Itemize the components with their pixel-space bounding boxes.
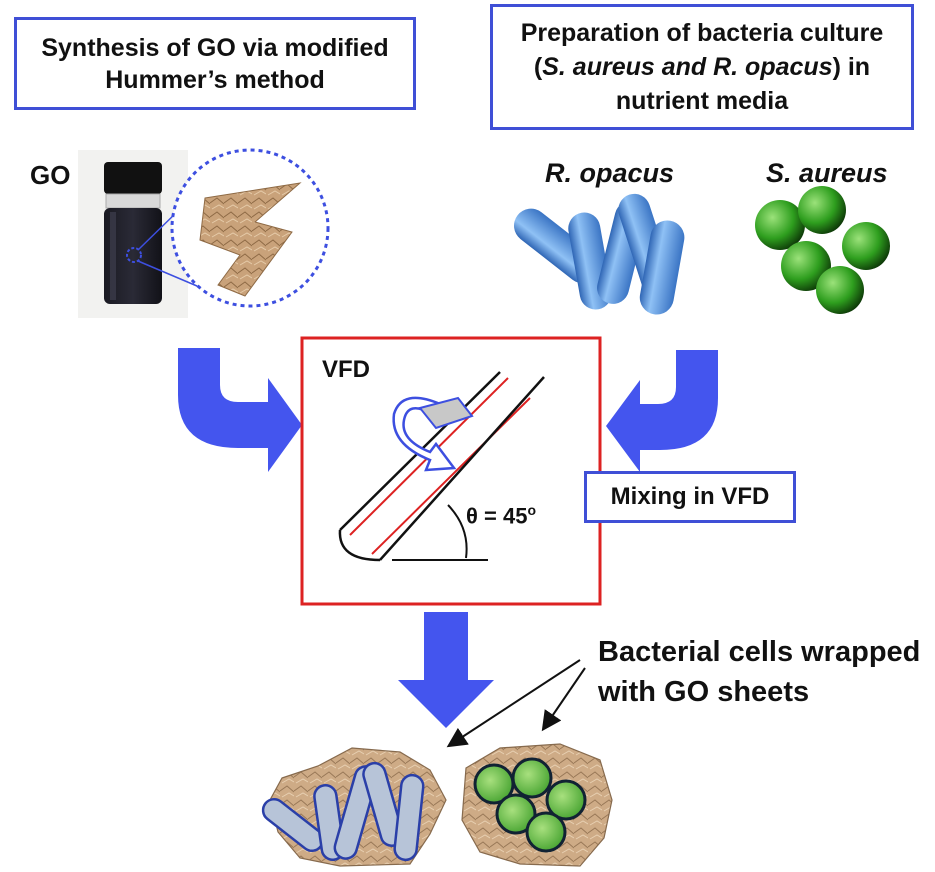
synthesis-line-1: Synthesis of GO via modified: [41, 33, 389, 62]
theta-degree: o: [527, 502, 536, 518]
synthesis-line-2: Hummer’s method: [105, 65, 325, 94]
preparation-line-3: nutrient media: [615, 87, 789, 115]
wrapped-label: Bacterial cells wrapped with GO sheets: [598, 632, 920, 712]
s-aureus-label: S. aureus: [766, 158, 888, 188]
go-vial-photo: [78, 150, 188, 318]
s-aureus-cocci: [755, 186, 890, 314]
wrapped-line-2: with GO sheets: [598, 676, 810, 708]
preparation-line-2-close: ) in: [832, 53, 871, 81]
theta-value: θ = 45: [466, 503, 528, 529]
preparation-line-1: Preparation of bacteria culture: [520, 19, 884, 47]
rotation-arrow-icon: [392, 396, 474, 472]
pointer-arrow-right: [541, 667, 586, 732]
left-input-arrow: [178, 348, 302, 472]
right-input-arrow: [606, 350, 718, 472]
mixing-box: Mixing in VFD: [584, 471, 796, 523]
preparation-line-2-open: (: [533, 53, 543, 81]
down-output-arrow: [398, 612, 494, 728]
pointer-arrow-left: [446, 659, 581, 748]
theta-label: θ = 45o: [466, 502, 536, 529]
wrapped-line-1: Bacterial cells wrapped: [598, 636, 921, 668]
preparation-box: Preparation of bacteria culture (S. aure…: [490, 4, 914, 130]
vfd-label: VFD: [322, 356, 370, 383]
mixing-label: Mixing in VFD: [610, 483, 770, 510]
r-opacus-rods: [513, 193, 685, 315]
preparation-line-2: (S. aureus and R. opacus) in: [521, 50, 884, 84]
wrapped-r-opacus: [261, 747, 447, 867]
go-label: GO: [30, 160, 71, 190]
preparation-species: S. aureus and R. opacus: [542, 53, 833, 81]
r-opacus-label: R. opacus: [545, 158, 675, 188]
wrapped-s-aureus: [461, 743, 613, 867]
synthesis-box: Synthesis of GO via modified Hummer’s me…: [14, 17, 416, 110]
zoom-callout: [126, 148, 330, 308]
